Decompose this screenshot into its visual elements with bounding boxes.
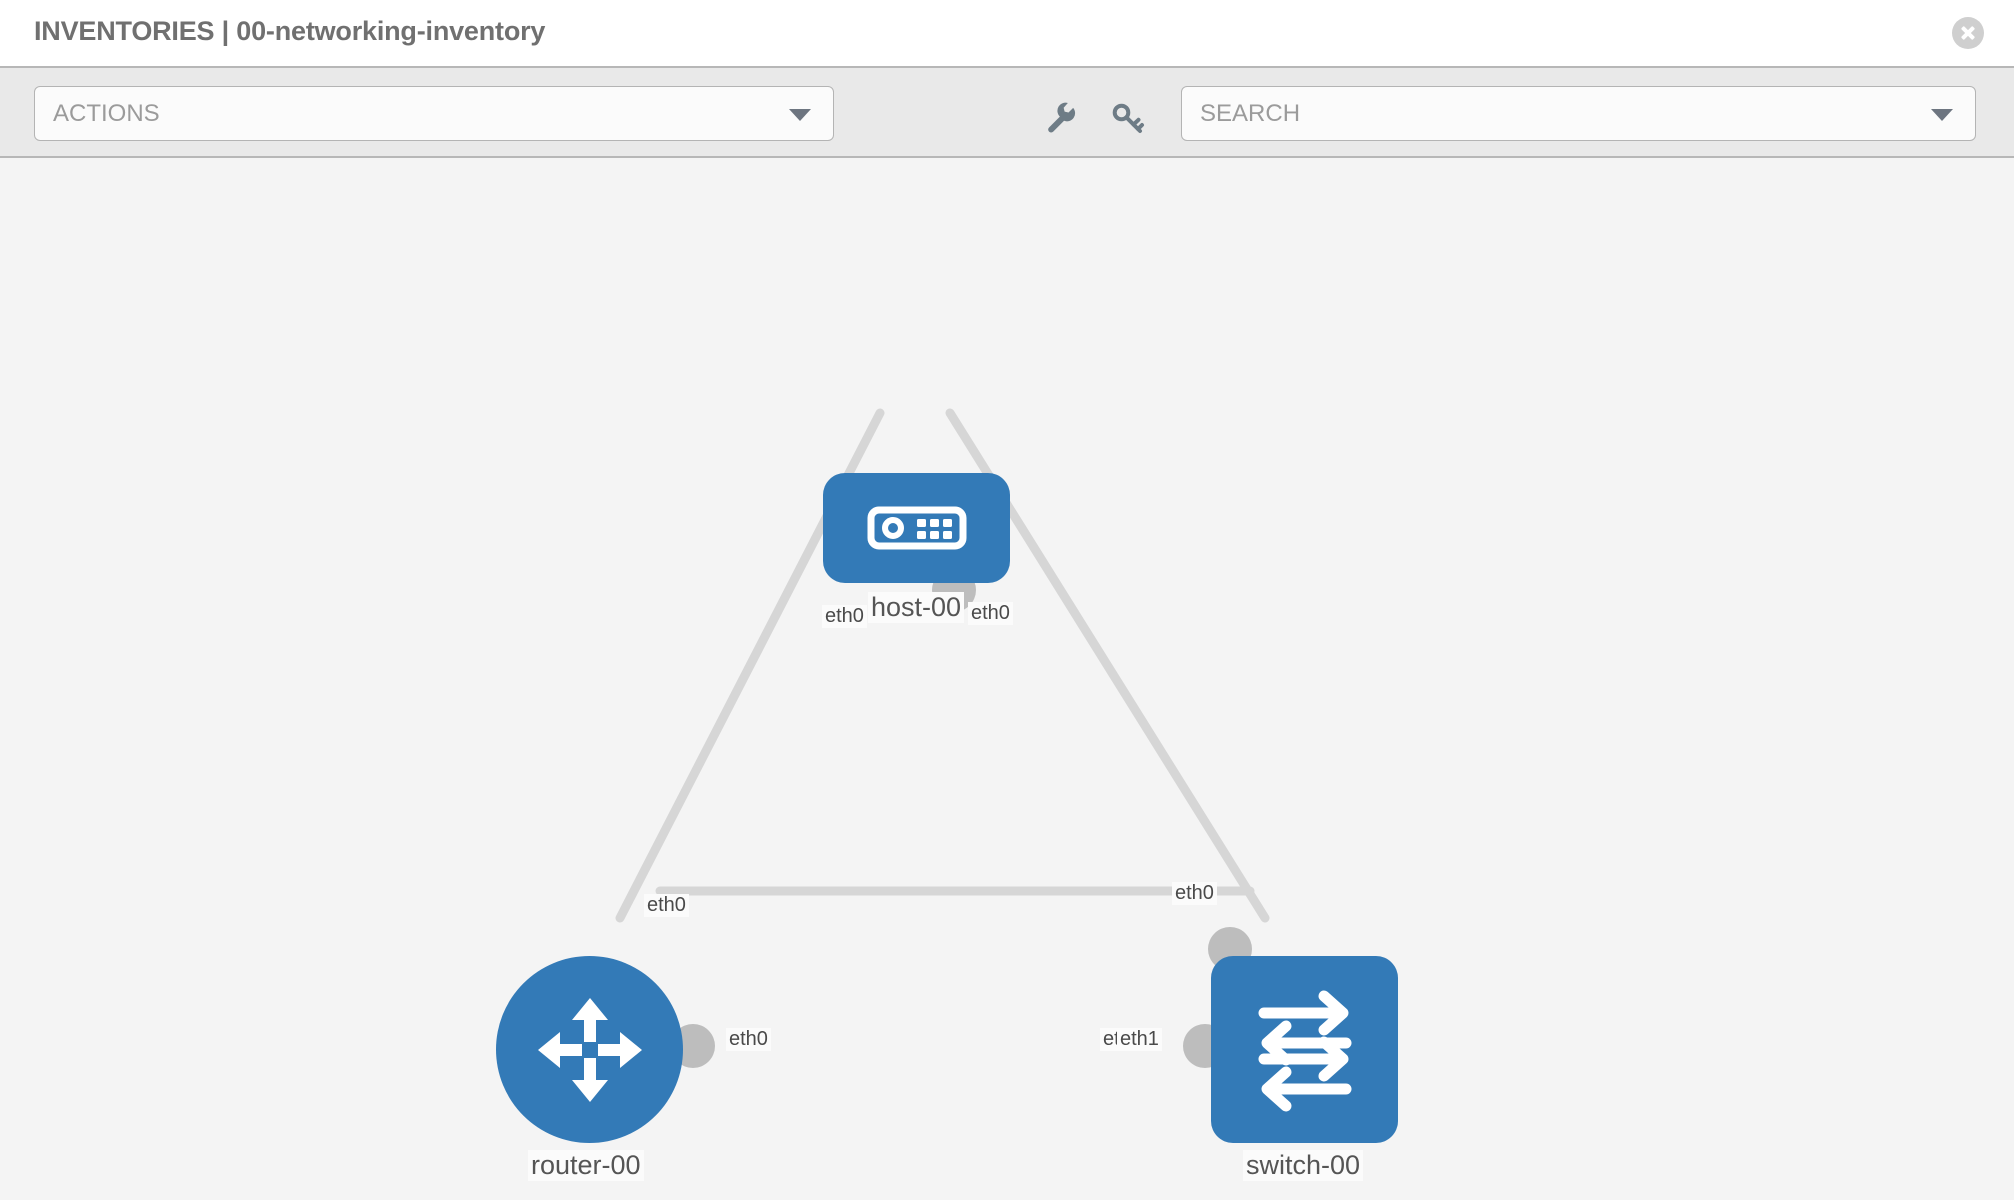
server-icon [867,506,966,550]
search-placeholder: SEARCH [1200,99,1301,127]
node-switch-00[interactable] [1211,956,1398,1143]
page-title: INVENTORIES | 00-networking-inventory [34,16,546,46]
iface-label-host-left: eth0 [822,605,867,628]
actions-dropdown-label: ACTIONS [53,99,160,127]
node-label-router-00: router-00 [528,1150,644,1181]
topology-links [615,408,1270,923]
chevron-down-icon [789,108,811,121]
topology-canvas[interactable]: host-00 eth0 eth0 router-00 eth0 eth0 [0,158,2014,1200]
search-input[interactable]: SEARCH [1181,86,1976,141]
switch-arrows-icon [1258,990,1351,1111]
chevron-down-icon [1931,108,1953,121]
toolbar: ACTIONS SEARCH [0,68,2014,158]
iface-label-switch-left: eth1 [1117,1028,1162,1051]
iface-label-router-right: eth0 [726,1028,771,1051]
iface-label-host-right: eth0 [968,602,1013,625]
iface-label-router-up: eth0 [644,894,689,917]
key-icon[interactable] [1109,100,1145,136]
iface-label-switch-up: eth0 [1172,882,1217,905]
node-label-host-00: host-00 [868,592,965,623]
node-label-switch-00: switch-00 [1243,1150,1364,1181]
close-icon[interactable] [1952,17,1984,49]
router-arrows-icon [537,997,642,1102]
node-host-00[interactable] [823,473,1010,583]
node-router-00[interactable] [496,956,683,1143]
page-header: INVENTORIES | 00-networking-inventory [0,0,2014,68]
wrench-icon[interactable] [1043,100,1079,136]
actions-dropdown[interactable]: ACTIONS [34,86,834,141]
